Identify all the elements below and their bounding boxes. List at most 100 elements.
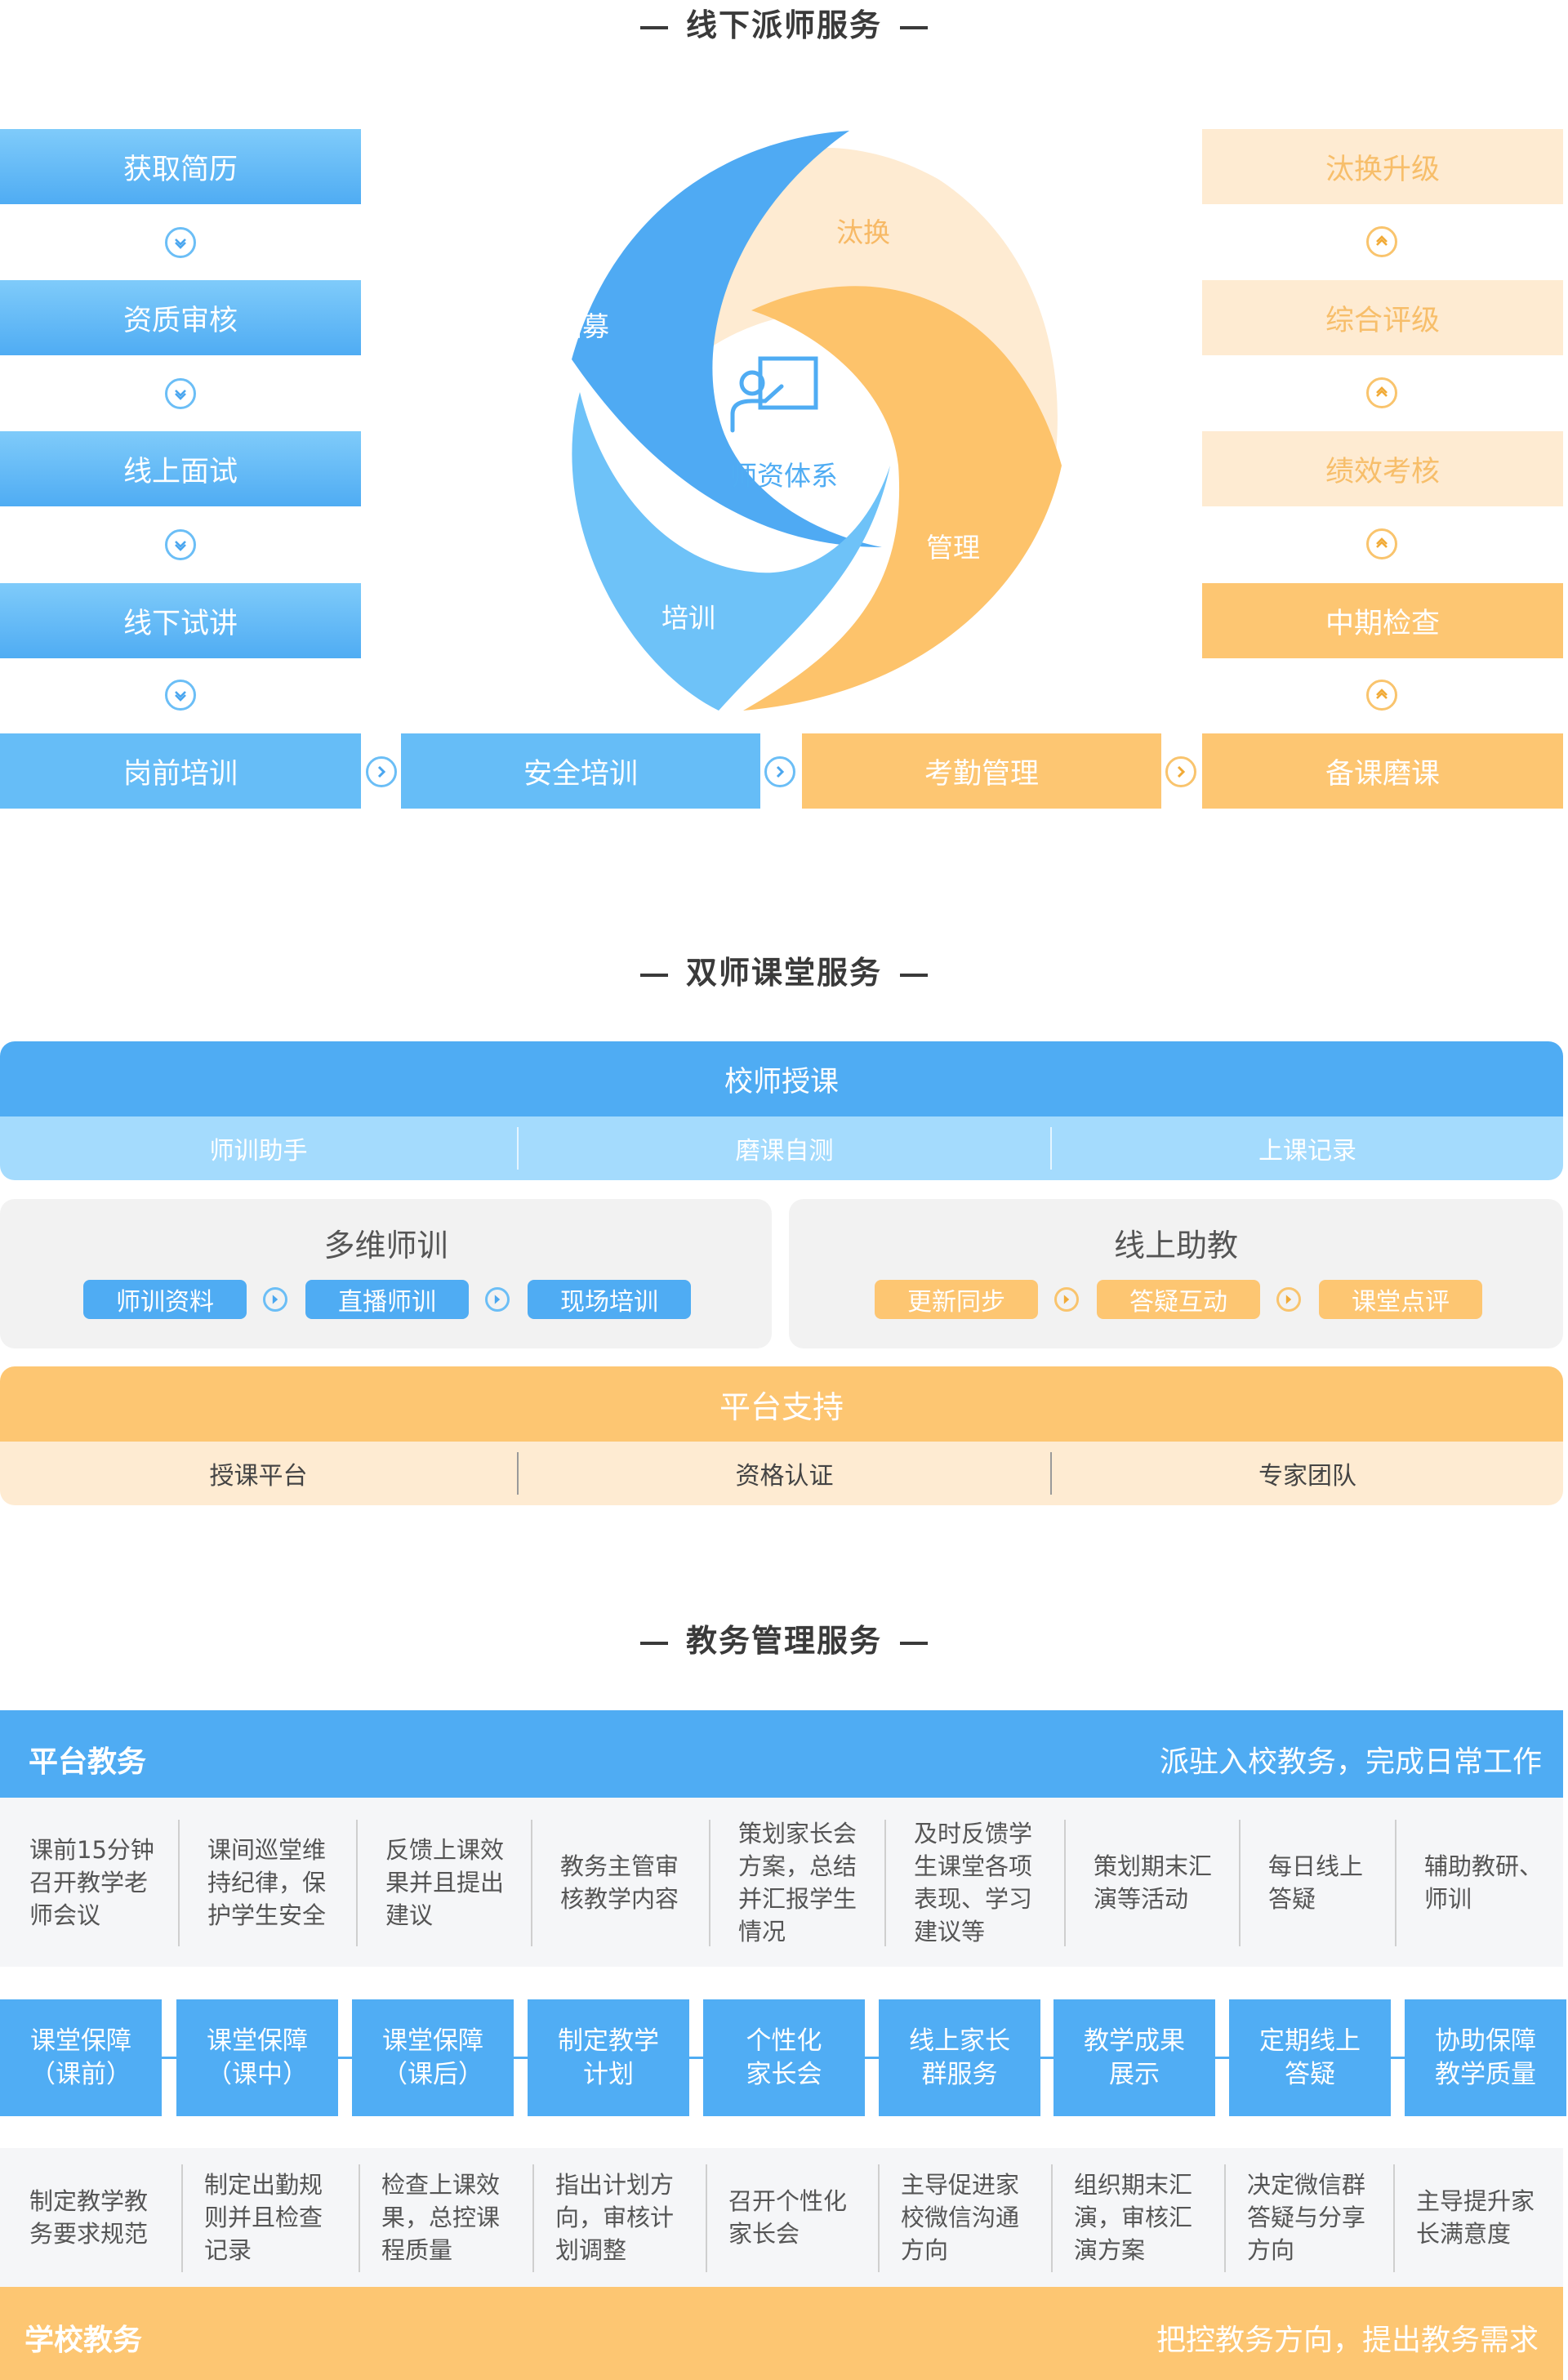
teacher-system-cycle bbox=[572, 131, 1062, 711]
section2-title: 双师课堂服务 bbox=[0, 947, 1568, 992]
divider bbox=[1224, 2164, 1226, 2272]
school-affairs-desc: 把控教务方向，提出教务需求 bbox=[1156, 2324, 1539, 2357]
platform-task-line: 策划期末汇 bbox=[1094, 1852, 1213, 1880]
step-performance-assessment[interactable]: 绩效考核 bbox=[1202, 431, 1563, 506]
school-task-line: 主导提升家 bbox=[1416, 2187, 1535, 2215]
step-mid-term-check[interactable]: 中期检查 bbox=[1202, 583, 1563, 658]
step-qualification-review[interactable]: 资质审核 bbox=[0, 280, 361, 355]
platform-task-line: 核教学内容 bbox=[560, 1885, 679, 1913]
platform-task-cell: 及时反馈学生课堂各项表现、学习建议等 bbox=[914, 1817, 1075, 1948]
service-item[interactable]: 课堂保障（课前） bbox=[0, 1999, 162, 2116]
school-task-cell: 制定出勤规则并且检查记录 bbox=[204, 2158, 368, 2277]
service-item[interactable]: 课堂保障（课中） bbox=[176, 1999, 338, 2116]
cycle-recruit-label: 招募 bbox=[555, 310, 609, 342]
platform-task-line: 护学生安全 bbox=[207, 1901, 327, 1929]
cycle-eliminate-label: 汰换 bbox=[836, 216, 890, 248]
pill-live-training[interactable]: 直播师训 bbox=[305, 1280, 469, 1319]
platform-task-line: 建议等 bbox=[914, 1918, 986, 1945]
sub-expert-team[interactable]: 专家团队 bbox=[1258, 1462, 1356, 1491]
school-task-cell: 主导促进家校微信沟通方向 bbox=[901, 2158, 1064, 2277]
sub-teacher-assistant[interactable]: 师训助手 bbox=[209, 1137, 308, 1165]
sub-class-record[interactable]: 上课记录 bbox=[1258, 1137, 1356, 1165]
divider bbox=[1051, 2164, 1053, 2272]
school-task-line: 制定教学教 bbox=[29, 2187, 149, 2215]
pill-onsite-training[interactable]: 现场培训 bbox=[528, 1280, 691, 1319]
platform-task-line: 持纪律，保 bbox=[207, 1869, 327, 1896]
step-get-resume[interactable]: 获取简历 bbox=[0, 129, 361, 204]
divider bbox=[1395, 1820, 1396, 1946]
service-item-line: 计划 bbox=[583, 2059, 634, 2089]
multi-training-panel bbox=[0, 1199, 772, 1348]
divider bbox=[1064, 1820, 1066, 1946]
school-teacher-subbar bbox=[0, 1116, 1563, 1180]
pill-training-material[interactable]: 师训资料 bbox=[83, 1280, 247, 1319]
pill-class-review[interactable]: 课堂点评 bbox=[1319, 1280, 1482, 1319]
service-item[interactable]: 课堂保障（课后） bbox=[352, 1999, 514, 2116]
service-item[interactable]: 个性化家长会 bbox=[703, 1999, 865, 2116]
service-item[interactable]: 线上家长群服务 bbox=[879, 1999, 1040, 2116]
chevron-up-icon bbox=[1366, 226, 1397, 257]
sub-teaching-platform[interactable]: 授课平台 bbox=[209, 1462, 308, 1491]
school-task-line: 答疑与分享 bbox=[1247, 2204, 1366, 2231]
school-task-line: 果，总控课 bbox=[381, 2204, 501, 2231]
school-task-line: 指出计划方 bbox=[555, 2171, 675, 2199]
section3-title: 教务管理服务 bbox=[0, 1616, 1568, 1660]
platform-task-line: 召开教学老 bbox=[29, 1869, 149, 1896]
service-item[interactable]: 教学成果展示 bbox=[1054, 1999, 1215, 2116]
divider bbox=[359, 2164, 360, 2272]
chevron-down-icon bbox=[165, 529, 196, 560]
school-task-line: 向，审核计 bbox=[555, 2204, 675, 2231]
school-task-row bbox=[0, 2148, 1563, 2287]
step-lesson-prep[interactable]: 备课磨课 bbox=[1202, 733, 1563, 809]
school-task-line: 记录 bbox=[204, 2236, 252, 2264]
school-task-cell: 制定教学教务要求规范 bbox=[29, 2158, 193, 2277]
service-item[interactable]: 制定教学计划 bbox=[528, 1999, 689, 2116]
platform-task-cell: 策划期末汇演等活动 bbox=[1094, 1817, 1250, 1948]
divider bbox=[1050, 1127, 1052, 1170]
school-task-line: 长满意度 bbox=[1416, 2220, 1512, 2248]
step-eliminate-upgrade[interactable]: 汰换升级 bbox=[1202, 129, 1563, 204]
chevron-up-icon bbox=[1366, 377, 1397, 408]
service-item[interactable]: 协助保障教学质量 bbox=[1405, 1999, 1566, 2116]
step-pre-job-training[interactable]: 岗前培训 bbox=[0, 733, 361, 809]
platform-task-line: 生课堂各项 bbox=[914, 1852, 1033, 1880]
platform-task-line: 师会议 bbox=[29, 1901, 101, 1929]
service-item-line: 课堂保障 bbox=[207, 2026, 308, 2056]
sub-lesson-self-test[interactable]: 磨课自测 bbox=[735, 1137, 834, 1165]
service-item-line: 课堂保障 bbox=[30, 2026, 131, 2056]
step-safety-training[interactable]: 安全培训 bbox=[401, 733, 760, 809]
platform-task-cell: 教务主管审核教学内容 bbox=[560, 1817, 719, 1948]
sub-qualification[interactable]: 资格认证 bbox=[735, 1462, 834, 1491]
school-task-line: 方向 bbox=[1247, 2236, 1295, 2264]
platform-support-subbar bbox=[0, 1442, 1563, 1505]
service-item-line: 家长会 bbox=[746, 2059, 822, 2089]
pill-update-sync[interactable]: 更新同步 bbox=[875, 1280, 1038, 1319]
step-online-interview[interactable]: 线上面试 bbox=[0, 431, 361, 506]
multi-training-title: 多维师训 bbox=[323, 1228, 448, 1264]
service-item-line: 协助保障 bbox=[1435, 2026, 1536, 2056]
pill-qa-interaction[interactable]: 答疑互动 bbox=[1097, 1280, 1260, 1319]
step-offline-trial[interactable]: 线下试讲 bbox=[0, 583, 361, 658]
manage-segment bbox=[743, 286, 1062, 711]
school-task-line: 则并且检查 bbox=[204, 2204, 323, 2231]
service-item-line: （课中） bbox=[207, 2059, 308, 2089]
step-attendance-management[interactable]: 考勤管理 bbox=[802, 733, 1161, 809]
platform-task-line: 演等活动 bbox=[1094, 1885, 1189, 1913]
service-item-line: （课后） bbox=[382, 2059, 483, 2089]
step-comprehensive-rating[interactable]: 综合评级 bbox=[1202, 280, 1563, 355]
service-item-line: 展示 bbox=[1109, 2059, 1160, 2089]
chevron-right-icon bbox=[366, 756, 397, 787]
school-task-cell: 组织期末汇演，审核汇演方案 bbox=[1074, 2158, 1237, 2277]
school-task-line: 务要求规范 bbox=[29, 2220, 149, 2248]
service-item[interactable]: 定期线上答疑 bbox=[1229, 1999, 1391, 2116]
platform-task-line: 方案，总结 bbox=[738, 1852, 858, 1880]
school-task-line: 方向 bbox=[901, 2236, 949, 2264]
divider bbox=[709, 1820, 710, 1946]
school-task-line: 家长会 bbox=[728, 2220, 800, 2248]
divider bbox=[706, 2164, 707, 2272]
service-item-line: 教学质量 bbox=[1435, 2059, 1536, 2089]
platform-task-row bbox=[0, 1798, 1563, 1967]
platform-affairs-bar bbox=[0, 1710, 1563, 1798]
school-task-cell: 指出计划方向，审核计划调整 bbox=[555, 2158, 719, 2277]
platform-task-line: 师训 bbox=[1424, 1885, 1472, 1913]
